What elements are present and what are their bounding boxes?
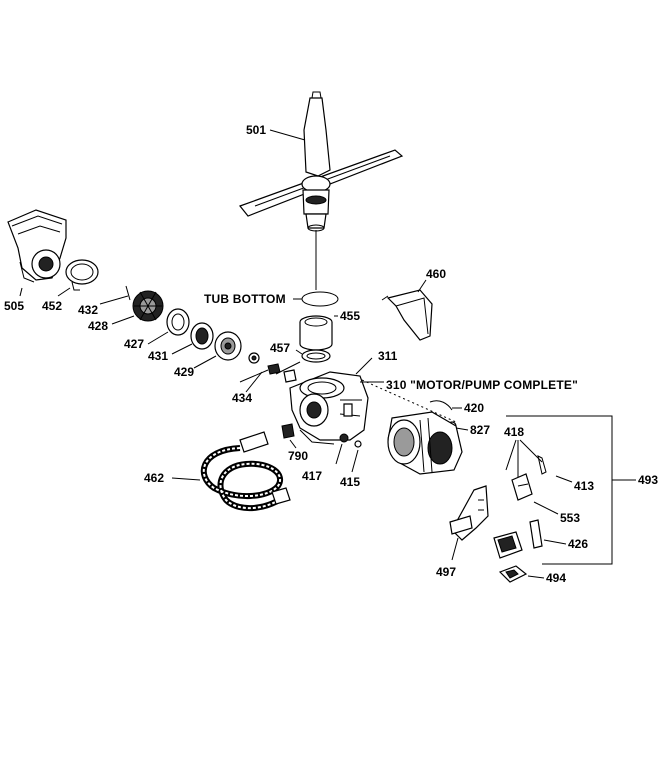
leader-494	[527, 575, 545, 579]
deflector-460	[381, 289, 433, 341]
part-420	[429, 400, 453, 411]
callout-429: 429	[174, 365, 194, 379]
ring-457	[301, 349, 331, 363]
tub-bottom-label: TUB BOTTOM	[204, 292, 286, 306]
leader-429	[193, 355, 217, 369]
callout-418: 418	[504, 425, 524, 439]
callout-497: 497	[436, 565, 456, 579]
part-494	[498, 565, 528, 583]
manifold-505	[7, 209, 67, 283]
cylinder-455	[299, 315, 333, 351]
part-417	[339, 433, 349, 443]
ring-427	[166, 308, 190, 336]
leader-415	[351, 449, 359, 473]
leader-427	[147, 331, 169, 345]
leader-457	[295, 349, 303, 355]
callout-427: 427	[124, 337, 144, 351]
pump-housing-311	[289, 371, 369, 445]
bracket-493	[506, 415, 613, 565]
leader-827	[455, 427, 469, 431]
callout-432: 432	[78, 303, 98, 317]
parts-434	[239, 352, 301, 383]
leader-311	[355, 357, 373, 375]
leader-505	[19, 287, 23, 297]
leader-417	[335, 443, 343, 465]
part-413	[537, 455, 547, 475]
leader-553	[533, 501, 559, 515]
callout-827: 827	[470, 423, 490, 437]
part-790	[281, 423, 295, 439]
part-553	[511, 473, 533, 501]
callout-417: 417	[302, 469, 322, 483]
leader-431	[171, 343, 193, 355]
impeller-428	[132, 290, 164, 322]
callout-413: 413	[574, 479, 594, 493]
callout-460: 460	[426, 267, 446, 281]
callout-493: 493	[638, 473, 658, 487]
leader-434	[245, 371, 263, 393]
leader-426	[543, 539, 567, 545]
callout-431: 431	[148, 349, 168, 363]
leader-418	[505, 439, 543, 478]
tub-bottom-ring	[301, 291, 339, 307]
callout-494: 494	[546, 571, 566, 585]
ring-431	[190, 322, 214, 350]
assembly-line	[361, 379, 457, 423]
part-432	[125, 285, 131, 301]
motor-body	[387, 411, 463, 475]
leader-452	[57, 287, 71, 297]
callout-452: 452	[42, 299, 62, 313]
leader-462	[171, 477, 201, 481]
callout-434: 434	[232, 391, 252, 405]
motor-pump-label: 310 "MOTOR/PUMP COMPLETE"	[386, 378, 578, 392]
leader-460	[417, 279, 427, 293]
clamp-452	[65, 259, 99, 291]
leader-790	[289, 439, 297, 449]
callout-790: 790	[288, 449, 308, 463]
callout-420: 420	[464, 401, 484, 415]
bracket-497	[449, 485, 489, 541]
part-415	[354, 440, 362, 448]
leader-428	[111, 315, 135, 325]
callout-426: 426	[568, 537, 588, 551]
callout-457: 457	[270, 341, 290, 355]
callout-553: 553	[560, 511, 580, 525]
hose-462	[200, 431, 291, 512]
callout-455: 455	[340, 309, 360, 323]
part-426	[529, 519, 543, 549]
callout-428: 428	[88, 319, 108, 333]
leader-432	[99, 295, 129, 305]
callout-311: 311	[378, 349, 398, 363]
callout-415: 415	[340, 475, 360, 489]
spray-arm-501	[239, 91, 404, 232]
callout-501: 501	[246, 123, 266, 137]
callout-505: 505	[4, 299, 24, 313]
cover-429	[214, 331, 242, 361]
leader-497	[451, 537, 459, 561]
solenoid-box	[493, 531, 523, 559]
leader-501	[269, 129, 306, 141]
callout-462: 462	[144, 471, 164, 485]
leader-413	[555, 475, 573, 483]
